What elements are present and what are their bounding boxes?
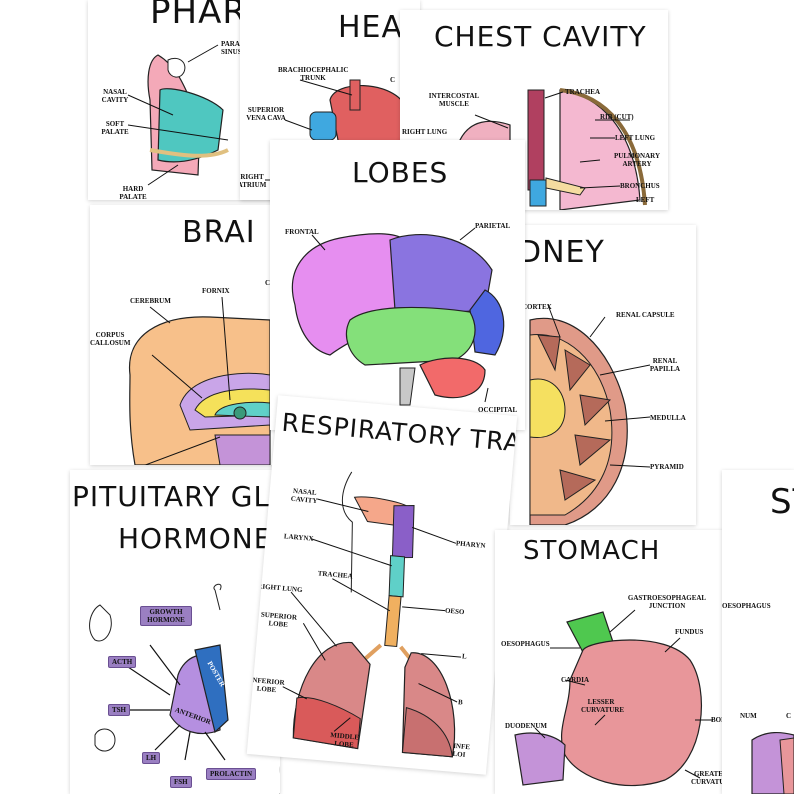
hormone-growth: GROWTH HORMONE — [140, 606, 192, 626]
heart-title: HEA — [338, 10, 404, 45]
chest-label-left: LEFT — [636, 196, 655, 204]
chest-label-left-lung: LEFT LUNG — [615, 134, 656, 142]
resp-label-middle: MIDDLE LOBE — [329, 731, 360, 750]
chest-label-bronchus: BRONCHUS — [620, 182, 660, 190]
hormone-lh: LH — [142, 752, 161, 764]
chest-title: CHEST CAVITY — [434, 20, 647, 53]
kidney-label-papilla: RENAL PAPILLA — [649, 357, 681, 373]
stomach2-label-oesophagus: OESOPHAGUS — [722, 602, 771, 610]
pituitary-title-line1: PITUITARY GLAN — [72, 480, 280, 513]
stomach-label-cardia: CARDIA — [561, 676, 589, 684]
hormone-tsh: TSH — [108, 704, 131, 716]
resp-label-l: L — [461, 652, 468, 661]
pituitary-illustration — [89, 583, 280, 794]
heart-illustration — [265, 79, 416, 181]
heart-label-svc: SUPERIOR VENA CAVA — [246, 106, 286, 122]
lobes-title: LOBES — [352, 156, 449, 189]
resp-label-inferior: INFERIOR LOBE — [249, 675, 285, 695]
brain-card: BRAI CEREBRUM FORNIX CORPUS CALLOSUM C — [90, 205, 290, 465]
brain-illustration — [128, 296, 271, 465]
stomach-label-fundus: FUNDUS — [675, 628, 704, 636]
kidney-label-pyramid: PYRAMID — [650, 463, 684, 471]
stomach2-title: ST — [770, 482, 794, 522]
kidney-card: DNEY CORTEX RENAL CAPSULE RENAL PAPILLA … — [510, 225, 696, 525]
chest-label-rib: RIB (CUT) — [600, 113, 634, 121]
resp-label-nasal: NASAL CAVITY — [290, 486, 318, 506]
chest-label-trachea: TRACHEA — [565, 88, 601, 96]
respiratory-illustration — [282, 471, 462, 758]
hormone-fsh: FSH — [170, 776, 192, 788]
stomach-title: STOMACH — [523, 536, 661, 566]
brain-title: BRAI — [182, 215, 256, 250]
stomach-card: STOMACH GASTROESOPHAGEAL JUNCTION OESOPH… — [495, 530, 727, 794]
pharynx-label-hard-palate: HARD PALATE — [119, 185, 147, 200]
chest-label-pulmonary: PULMONARY ARTERY — [613, 152, 661, 168]
stomach-illustration — [514, 609, 713, 787]
brain-label-corpus: CORPUS CALLOSUM — [90, 331, 131, 347]
stomach-label-oesophagus: OESOPHAGUS — [501, 640, 550, 648]
lobes-label-parietal: PARIETAL — [475, 222, 511, 230]
kidney-label-cortex: CORTEX — [522, 303, 552, 311]
resp-label-infe: INFE LOI — [452, 741, 471, 759]
stomach2-illustration — [751, 732, 794, 794]
lobes-card: LOBES FRONTAL PARIETAL OCCIPITAL — [270, 140, 525, 430]
stomach-label-ge-junction: GASTROESOPHAGEAL JUNCTION — [627, 594, 707, 610]
kidney-title: DNEY — [518, 235, 605, 270]
kidney-illustration — [529, 304, 651, 525]
respiratory-card: RESPIRATORY TRACT NASAL CAVITY PHARYN LA… — [246, 395, 518, 775]
lobes-illustration — [291, 227, 505, 406]
brain-label-cerebrum: CEREBRUM — [130, 297, 171, 305]
pharynx-illustration — [127, 44, 229, 186]
kidney-label-capsule: RENAL CAPSULE — [616, 311, 675, 319]
pituitary-title-line2: HORMONES — [118, 522, 280, 555]
stomach-label-body: BODY — [711, 716, 727, 724]
pharynx-label-soft-palate: SOFT PALATE — [101, 120, 129, 136]
hormone-acth: ACTH — [108, 656, 137, 668]
chest-label-intercostal: INTERCOSTAL MUSCLE — [428, 92, 480, 108]
kidney-label-medulla: MEDULLA — [650, 414, 686, 422]
resp-label-b: B — [457, 698, 464, 707]
brain-label-fornix: FORNIX — [202, 287, 230, 295]
stomach2-label-c: C — [786, 712, 792, 720]
chest-label-right-lung: RIGHT LUNG — [402, 128, 448, 136]
resp-label-oeso: OESO — [444, 606, 465, 617]
pharynx-label-nasal: NASAL CAVITY — [101, 88, 129, 104]
stomach-label-greater: GREATER CURVATURE — [691, 770, 727, 786]
brain-label-c: C — [265, 279, 271, 287]
lobes-label-frontal: FRONTAL — [285, 228, 319, 236]
heart-label-right-atrium: RIGHT ATRIUM — [240, 173, 267, 189]
lobes-label-occipital: OCCIPITAL — [478, 406, 518, 414]
hormone-prolactin: PROLACTIN — [206, 768, 257, 780]
stomach2-label-num: NUM — [740, 712, 757, 720]
stomach-label-lesser: LESSER CURVATURE — [581, 698, 625, 714]
heart-label-brachiocephalic: BRACHIOCEPHALIC TRUNK — [278, 66, 349, 82]
heart-label-c: C — [390, 76, 396, 84]
pituitary-card: PITUITARY GLAN HORMONES GROWTH HORMONE A… — [70, 470, 280, 794]
stomach2-card: ST OESOPHAGUS NUM C — [722, 470, 794, 794]
stomach-label-duodenum: DUODENUM — [505, 722, 547, 730]
